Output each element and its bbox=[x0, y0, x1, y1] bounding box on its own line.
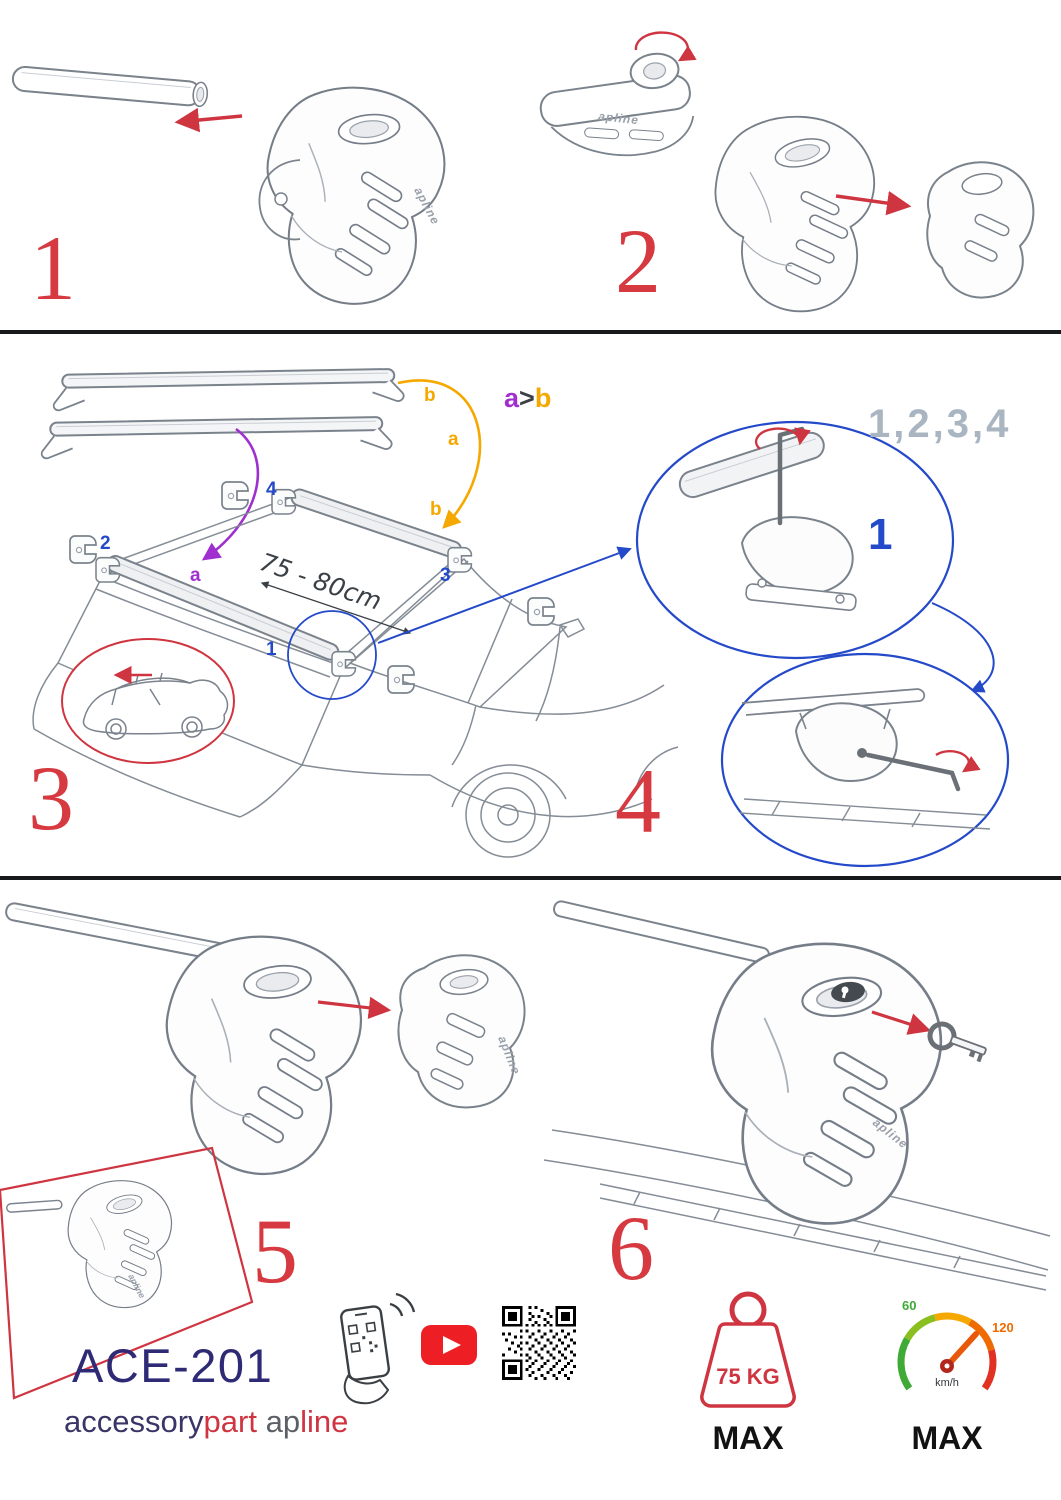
foot-mount bbox=[704, 938, 946, 1229]
brand-part: part bbox=[203, 1404, 257, 1439]
foot-cover bbox=[926, 161, 1035, 299]
roof-bar-a-label: a bbox=[190, 565, 201, 586]
lock-key bbox=[927, 1021, 987, 1063]
loose-clamp bbox=[527, 597, 555, 626]
crossbar-tube bbox=[553, 900, 770, 964]
step-number-6: 6 bbox=[608, 1197, 654, 1299]
rotate-arrow bbox=[935, 749, 981, 773]
foot-cover: apline bbox=[397, 954, 526, 1109]
brand-wordmark: accessorypart apline bbox=[64, 1404, 348, 1440]
allen-key bbox=[865, 752, 961, 792]
car-roof-sketch bbox=[32, 496, 679, 858]
foot-mount bbox=[158, 930, 367, 1180]
scan-qr-phone-icon bbox=[340, 1292, 416, 1405]
step-number-5: 5 bbox=[252, 1200, 298, 1302]
guide-arrow-purple bbox=[201, 427, 260, 561]
ellipse-connector bbox=[931, 602, 995, 693]
section-steps-1-2: apline apline bbox=[11, 31, 1035, 317]
weight-value: 75 KG bbox=[716, 1364, 780, 1389]
attach-arrow bbox=[835, 190, 912, 216]
bar-label-a: a bbox=[448, 429, 459, 450]
distance-arrow bbox=[260, 581, 412, 635]
step1-illustration: apline bbox=[11, 66, 451, 311]
section-steps-3-4: b a a>b 75 - 80cm bbox=[32, 367, 1011, 868]
model-number: ACE-201 bbox=[72, 1339, 274, 1392]
needle-hub-dot bbox=[944, 1363, 950, 1369]
compare-b: b bbox=[535, 383, 552, 413]
section-divider bbox=[0, 876, 1061, 880]
crossbar-a bbox=[40, 415, 393, 460]
weight-handle bbox=[729, 1291, 767, 1329]
speed-max-label: MAX bbox=[911, 1420, 983, 1456]
speed-low-label: 60 bbox=[902, 1298, 916, 1313]
foot-number-2: 2 bbox=[100, 533, 111, 554]
weight-body bbox=[700, 1322, 796, 1408]
crossbar-b bbox=[52, 367, 405, 412]
compare-gt: > bbox=[519, 383, 535, 413]
step-number-1: 1 bbox=[30, 217, 76, 319]
foot-mount bbox=[710, 111, 882, 317]
detail-connector bbox=[377, 546, 632, 644]
brand-accessory: accessory bbox=[64, 1404, 204, 1439]
max-weight-badge: 75 KG MAX bbox=[700, 1291, 796, 1456]
brand-line: line bbox=[300, 1404, 349, 1439]
installed-foot-small bbox=[6, 1176, 178, 1312]
bar-distance-label: 75 - 80cm bbox=[256, 547, 385, 616]
guide-arrow-orange bbox=[397, 379, 482, 529]
cover-arrow bbox=[317, 996, 392, 1019]
step2-illustration: apline bbox=[539, 31, 1035, 317]
foot-number-4: 4 bbox=[266, 479, 277, 500]
compare-a: a bbox=[504, 383, 520, 413]
rotate-arrow bbox=[754, 427, 811, 450]
max-speed-badge: 60 120 km/h MAX bbox=[897, 1298, 1014, 1456]
key-arrow bbox=[871, 1010, 932, 1035]
step5-illustration: apline apline bbox=[0, 902, 526, 1400]
bar-end-assembly bbox=[539, 31, 697, 157]
foot-number-1: 1 bbox=[266, 639, 277, 660]
focus-circle bbox=[287, 610, 377, 700]
loose-clamp bbox=[387, 665, 415, 694]
detail-step-number: 1 bbox=[868, 510, 892, 559]
section-steps-5-6: apline apline apline bbox=[0, 900, 1051, 1400]
foot-clamp bbox=[447, 546, 473, 573]
keyhole-slot bbox=[841, 989, 847, 999]
speedometer-needle bbox=[944, 1331, 979, 1369]
detail-ellipse-bottom bbox=[720, 652, 1010, 868]
step-number-2: 2 bbox=[615, 210, 661, 312]
section-divider bbox=[0, 330, 1061, 334]
clamp-arm bbox=[258, 159, 301, 241]
step6-illustration: apline bbox=[543, 900, 1051, 1291]
speedometer-dial bbox=[897, 1312, 997, 1391]
loose-clamp bbox=[69, 535, 97, 564]
sequence-label: 1,2,3,4 bbox=[868, 402, 1011, 446]
crossbar-tube bbox=[11, 66, 209, 108]
weight-max-label: MAX bbox=[712, 1420, 784, 1456]
detail-frame bbox=[0, 1146, 254, 1400]
step-number-4: 4 bbox=[615, 750, 661, 852]
loose-clamp bbox=[221, 481, 249, 510]
car-direction-inset bbox=[61, 638, 235, 764]
bar-label-b: b bbox=[424, 385, 436, 406]
roof-bar-b-label: b bbox=[430, 499, 442, 520]
apline-logo: apline bbox=[598, 109, 640, 127]
clamp-screw bbox=[274, 192, 288, 206]
insert-arrow bbox=[174, 107, 243, 133]
qr-code bbox=[502, 1306, 576, 1380]
lock-keyhole bbox=[831, 981, 865, 1003]
compare-label: a>b bbox=[504, 383, 551, 413]
brand-ap: ap bbox=[265, 1404, 301, 1439]
speed-high-label: 120 bbox=[992, 1320, 1014, 1335]
foot-number-3: 3 bbox=[440, 565, 451, 586]
youtube-icon bbox=[421, 1325, 477, 1365]
step-number-3: 3 bbox=[28, 747, 74, 849]
speed-unit-label: km/h bbox=[935, 1377, 959, 1389]
detail-ellipse-top: 1 bbox=[635, 420, 955, 660]
rotate-arrow bbox=[634, 31, 697, 62]
